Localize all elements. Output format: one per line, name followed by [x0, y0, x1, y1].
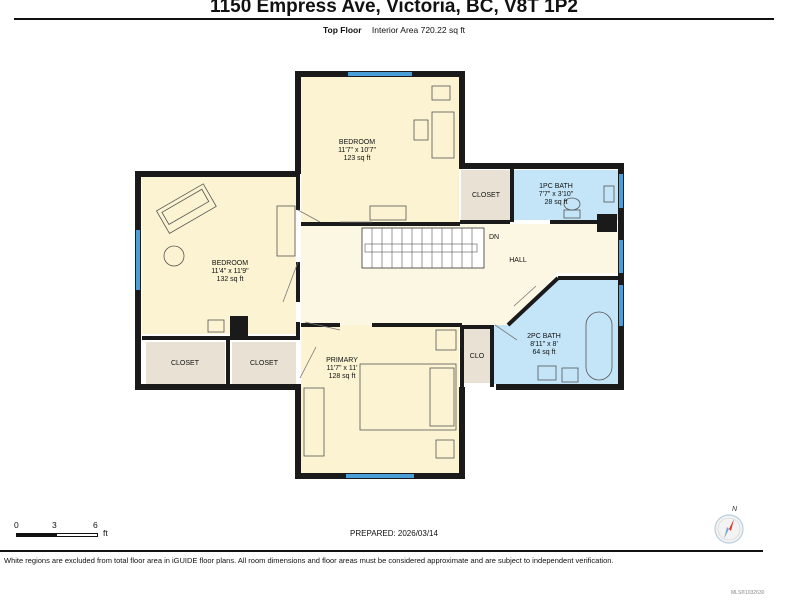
svg-text:11'7" x 10'7": 11'7" x 10'7" — [338, 147, 376, 154]
closet-top-label: CLOSET — [472, 192, 501, 199]
stairs-dn-label: DN — [489, 234, 499, 241]
windows — [136, 72, 623, 478]
scale-unit: ft — [103, 528, 108, 538]
bath-1pc-label: 1PC BATH 7'7" x 3'10" 28 sq ft — [539, 183, 574, 206]
closet-a-area — [146, 342, 225, 384]
prepared-date: PREPARED: 2026/03/14 — [350, 529, 438, 538]
scale-tick-3: 3 — [52, 520, 57, 530]
closet-b-label: CLOSET — [250, 360, 279, 367]
closet-b-area — [232, 342, 296, 384]
svg-text:11'4" x 11'9": 11'4" x 11'9" — [211, 268, 249, 275]
svg-text:2PC BATH: 2PC BATH — [527, 333, 561, 340]
bedroom-left-label: BEDROOM 11'4" x 11'9" 132 sq ft — [211, 260, 249, 283]
svg-text:123 sq ft: 123 sq ft — [344, 155, 371, 162]
footer-divider — [0, 550, 763, 552]
bedroom-top-label: BEDROOM 11'7" x 10'7" 123 sq ft — [338, 139, 376, 162]
doors — [282, 209, 537, 379]
interior-area: Interior Area 720.22 sq ft — [371, 25, 466, 35]
svg-text:1PC BATH: 1PC BATH — [539, 183, 573, 190]
address-title: 1150 Empress Ave, Victoria, BC, V8T 1P2 — [210, 0, 578, 17]
furniture — [155, 85, 615, 459]
stairs — [361, 227, 485, 269]
svg-text:8'11" x 8': 8'11" x 8' — [530, 341, 558, 348]
scale-graphic — [16, 533, 98, 537]
svg-text:7'7" x 3'10": 7'7" x 3'10" — [539, 191, 574, 198]
clo-label: CLO — [470, 353, 485, 360]
bedroom-top-area — [301, 77, 459, 224]
floor-subtitle: Top Floor Interior Area 720.22 sq ft — [0, 25, 788, 35]
svg-text:64 sq ft: 64 sq ft — [533, 349, 556, 356]
svg-text:128 sq ft: 128 sq ft — [329, 373, 356, 380]
compass-icon: N — [714, 506, 744, 544]
interior-walls — [142, 166, 618, 387]
bedroom-left-area — [142, 177, 296, 334]
scale-tick-0: 0 — [14, 520, 19, 530]
svg-text:28 sq ft: 28 sq ft — [545, 199, 568, 206]
bath-2pc-label: 2PC BATH 8'11" x 8' 64 sq ft — [527, 333, 561, 356]
compass-north-label: N — [732, 506, 738, 513]
closet-top-area — [461, 170, 511, 220]
scale-bar: 0 3 6 ft — [14, 520, 124, 546]
wall-block — [597, 214, 617, 232]
disclaimer-text: White regions are excluded from total fl… — [4, 556, 614, 565]
primary-label: PRIMARY 11'7" x 11' 128 sq ft — [326, 357, 358, 380]
floor-level: Top Floor — [322, 25, 362, 35]
bath-2pc-area — [492, 278, 618, 384]
title-divider — [14, 18, 774, 20]
svg-text:BEDROOM: BEDROOM — [339, 139, 375, 146]
wall-block — [230, 316, 248, 338]
svg-text:11'7" x 11': 11'7" x 11' — [327, 365, 358, 372]
mls-watermark: MLS®1032630 — [731, 590, 765, 596]
exterior-walls — [135, 71, 624, 479]
bath-1pc-area — [513, 170, 618, 220]
svg-text:132 sq ft: 132 sq ft — [217, 276, 244, 283]
svg-text:BEDROOM: BEDROOM — [212, 260, 248, 267]
primary-area — [301, 325, 459, 473]
hall-label: HALL — [509, 257, 527, 264]
svg-text:PRIMARY: PRIMARY — [326, 357, 358, 364]
clo-area — [463, 329, 490, 383]
scale-tick-6: 6 — [93, 520, 98, 530]
closet-a-label: CLOSET — [171, 360, 200, 367]
